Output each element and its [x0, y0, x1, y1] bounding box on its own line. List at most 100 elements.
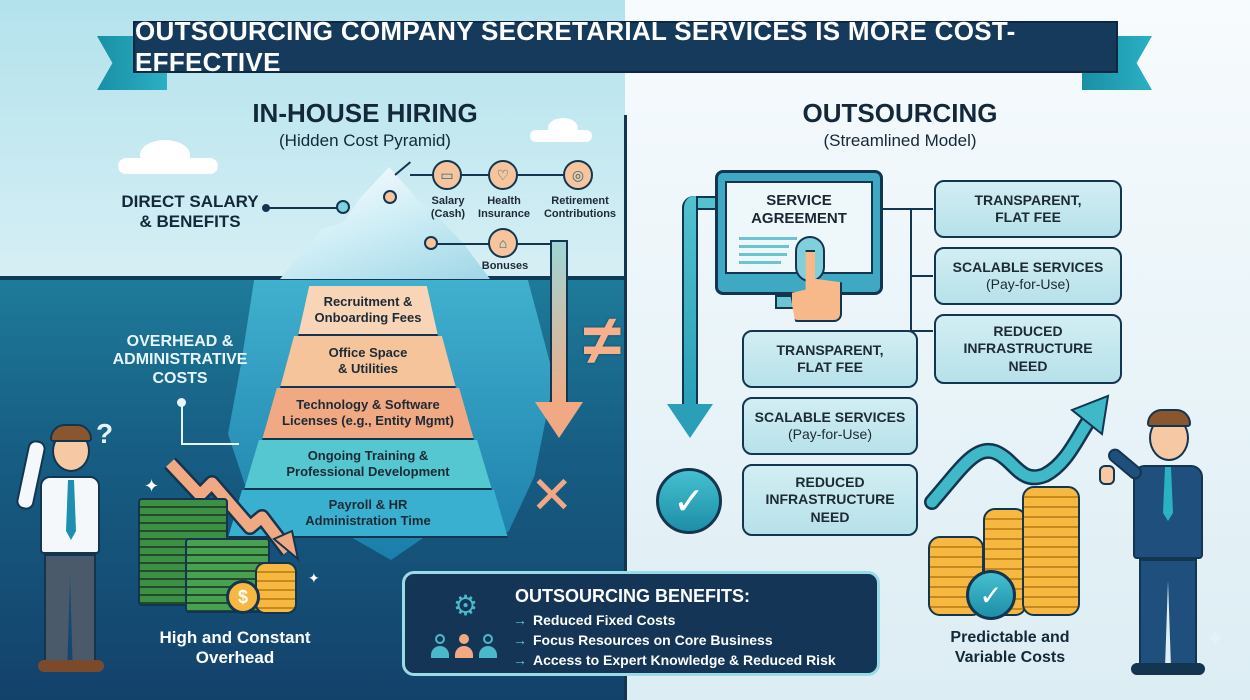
- box-line: INFRASTRUCTURE: [765, 491, 895, 508]
- box-line: TRANSPARENT,: [776, 341, 884, 358]
- overhead-label: OVERHEAD & ADMINISTRATIVE COSTS: [100, 333, 260, 388]
- outsourcing-caption: Predictable and Variable Costs: [920, 628, 1100, 668]
- pyramid-tier-office: Office Space& Utilities: [280, 336, 456, 388]
- hair: [50, 424, 92, 442]
- document-line: [739, 261, 781, 264]
- icon-caption-line: Health: [487, 195, 521, 207]
- tier-line: Office Space: [328, 345, 408, 361]
- tier-line: Recruitment &: [323, 294, 413, 310]
- outsourcing-caption-line: Variable Costs: [954, 649, 1066, 666]
- tier-line: Administration Time: [305, 513, 431, 528]
- benefit-item-text: Focus Resources on Core Business: [533, 632, 773, 648]
- title-banner: OUTSOURCING COMPANY SECRETARIAL SERVICES…: [133, 16, 1118, 77]
- benefit-item-text: Reduced Fixed Costs: [533, 612, 676, 628]
- gear-icon: ⚙: [453, 590, 479, 621]
- tier-line: Ongoing Training &: [307, 448, 429, 464]
- check-circle-icon: ✓: [656, 468, 722, 534]
- connector-line: [910, 330, 933, 332]
- icon-caption-line: Bonuses: [481, 260, 529, 272]
- box-line: INFRASTRUCTURE: [963, 340, 1093, 357]
- scalable-services-box: SCALABLE SERVICES(Pay-for-Use): [742, 397, 918, 455]
- outsourcing-benefits-box: ⚙ OUTSOURCING BENEFITS: →Reduced Fixed C…: [402, 571, 880, 676]
- connector-line: [883, 208, 933, 210]
- icon-caption-line: Salary: [431, 195, 465, 207]
- in-house-caption-line: High and Constant: [159, 628, 311, 647]
- in-house-heading: IN-HOUSE HIRING: [252, 98, 478, 128]
- box-line: SCALABLE SERVICES: [952, 258, 1104, 275]
- coin-stack-icon: [255, 562, 297, 614]
- tier-line: & Utilities: [338, 361, 398, 376]
- icon-caption-line: Contributions: [543, 207, 617, 220]
- page-title: OUTSOURCING COMPANY SECRETARIAL SERVICES…: [135, 16, 1016, 77]
- rising-arrow-icon: [924, 394, 1110, 510]
- tier-line: Licenses (e.g., Entity Mgmt): [282, 413, 454, 428]
- tie: [66, 480, 76, 540]
- connector-line: [181, 443, 239, 445]
- direct-salary-label: DIRECT SALARY & BENEFITS: [110, 192, 270, 233]
- gift-icon: ⌂: [488, 228, 518, 258]
- box-line: NEED: [810, 508, 850, 525]
- cloud: [548, 118, 578, 138]
- in-house-caption-line: Overhead: [195, 648, 275, 668]
- question-mark: ?: [96, 418, 114, 449]
- box-line: (Pay-for-Use): [787, 426, 872, 442]
- arrow-right-icon: →: [513, 632, 527, 648]
- monitor-title-line: SERVICE: [766, 192, 832, 209]
- icon-caption-line: Retirement: [551, 195, 609, 207]
- in-house-caption: High and Constant Overhead: [145, 628, 325, 669]
- outsourcing-caption-line: Predictable and: [950, 629, 1070, 646]
- direct-salary-label-line2: & BENEFITS: [139, 212, 241, 232]
- box-line: FLAT FEE: [797, 359, 863, 375]
- overhead-label-line: ADMINISTRATIVE: [112, 351, 248, 369]
- overhead-label-line: COSTS: [152, 369, 208, 387]
- gear-team-icon: ⚙: [431, 592, 501, 664]
- x-mark-icon: ✕: [530, 467, 574, 525]
- outsourcing-heading: OUTSOURCING: [802, 98, 998, 128]
- connector-dot: [336, 200, 350, 214]
- heart-plus-icon: ♡: [488, 160, 518, 190]
- connector-dot: [262, 204, 270, 212]
- thumbs-up-hand: [1099, 465, 1115, 485]
- person-icon: [455, 634, 473, 660]
- document-line: [739, 237, 797, 240]
- document-line: [739, 253, 787, 256]
- document-line: [739, 245, 789, 248]
- sparkle-icon: ✦: [1205, 626, 1226, 653]
- tier-line: Technology & Software: [296, 397, 440, 413]
- section-divider: [624, 115, 627, 700]
- declining-arrow-icon: [164, 457, 300, 562]
- shoes: [1131, 663, 1205, 675]
- bonuses-caption: Bonuses: [475, 260, 535, 273]
- connector-dot: [383, 190, 397, 204]
- box-line: FLAT FEE: [995, 209, 1061, 225]
- not-equal-icon: ≠: [583, 301, 622, 379]
- sparkle-icon: ✦: [308, 570, 320, 586]
- shoes: [38, 660, 104, 672]
- icon-caption-line: (Cash): [430, 207, 466, 220]
- connector-line: [910, 208, 912, 333]
- flat-fee-box: TRANSPARENT,FLAT FEE: [934, 180, 1122, 238]
- box-line: TRANSPARENT,: [974, 191, 1082, 208]
- box-line: NEED: [1008, 357, 1048, 374]
- tier-line: Onboarding Fees: [314, 310, 422, 325]
- coin-stack-icon: [1022, 486, 1080, 616]
- box-line: REDUCED: [795, 473, 865, 490]
- monitor-title-line: AGREEMENT: [751, 210, 847, 227]
- retirement-caption: Retirement Contributions: [538, 195, 622, 220]
- check-circle-icon: ✓: [966, 570, 1016, 620]
- pants: [44, 554, 96, 662]
- benefit-item: →Access to Expert Knowledge & Reduced Ri…: [513, 652, 836, 668]
- direct-salary-label-line1: DIRECT SALARY: [121, 192, 259, 211]
- overhead-label-line: OVERHEAD &: [126, 333, 234, 350]
- arrow-right-icon: →: [513, 652, 527, 668]
- sparkle-icon: ✦: [144, 476, 160, 496]
- happy-businessman-illustration: [1099, 405, 1225, 680]
- connector-dot: [177, 398, 186, 407]
- arrow-right-icon: →: [513, 612, 527, 628]
- pyramid-tier-training: Ongoing Training &Professional Developme…: [244, 440, 492, 490]
- outsourcing-heading-block: OUTSOURCING (Streamlined Model): [750, 98, 1050, 151]
- hair: [1147, 409, 1191, 427]
- pyramid-tier-recruitment: Recruitment &Onboarding Fees: [298, 286, 438, 336]
